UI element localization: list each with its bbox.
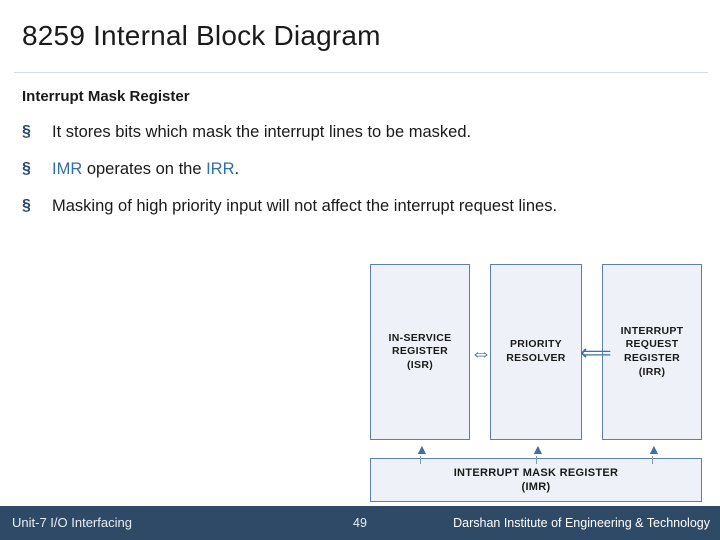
footer-page-number: 49 <box>353 516 367 530</box>
imr-line-2: (IMR) <box>521 481 551 493</box>
title-divider <box>14 72 708 73</box>
bullet-marker-icon: § <box>22 197 31 215</box>
block-interrupt-mask-register: INTERRUPT MASK REGISTER (IMR) <box>370 458 702 502</box>
double-arrow-icon: ⇔ <box>470 340 492 365</box>
list-item: § Masking of high priority input will no… <box>22 196 702 217</box>
isr-line-2: REGISTER <box>391 345 449 358</box>
footer-unit-label: Unit-7 I/O Interfacing <box>12 515 132 530</box>
section-subheading: Interrupt Mask Register <box>22 88 190 105</box>
list-item-text: Masking of high priority input will not … <box>52 197 558 216</box>
list-item-text-imr: IMR <box>52 160 83 179</box>
irr-line-2: REQUEST <box>625 338 679 351</box>
up-arrow-stem <box>535 456 537 464</box>
isr-line-1: IN-SERVICE <box>388 331 452 344</box>
footer-institute-label: Darshan Institute of Engineering & Techn… <box>453 516 710 530</box>
list-item-text-end: . <box>234 160 240 179</box>
irr-line-1: INTERRUPT <box>620 324 684 337</box>
irr-line-4: (IRR) <box>638 365 666 378</box>
list-item: § IMR operates on the IRR. <box>22 159 702 180</box>
bullet-marker-icon: § <box>22 123 31 140</box>
slide-footer: Unit-7 I/O Interfacing 49 Darshan Instit… <box>0 506 720 540</box>
irr-line-3: REGISTER <box>623 352 681 364</box>
up-arrow-icon: ▲ <box>415 442 429 464</box>
up-arrow-icon: ▲ <box>531 442 545 464</box>
block-diagram: IN-SERVICE REGISTER (ISR) PRIORITY RESOL… <box>360 258 712 512</box>
page-title: 8259 Internal Block Diagram <box>22 20 381 51</box>
up-arrow-head: ▲ <box>531 441 545 457</box>
list-item: § It stores bits which mask the interrup… <box>22 122 702 143</box>
block-interrupt-request-register: INTERRUPT REQUEST REGISTER (IRR) <box>602 264 702 440</box>
up-arrow-head: ▲ <box>415 441 429 457</box>
imr-line-1: INTERRUPT MASK REGISTER <box>453 466 619 479</box>
priority-resolver-line-1: PRIORITY <box>509 338 562 351</box>
up-arrow-stem <box>419 456 421 464</box>
list-item-text-irr: IRR <box>206 160 235 179</box>
bullet-marker-icon: § <box>22 160 31 178</box>
up-arrow-head: ▲ <box>647 441 661 457</box>
isr-line-3: (ISR) <box>407 358 433 371</box>
block-priority-resolver: PRIORITY RESOLVER <box>490 264 582 440</box>
list-item-text-mid: operates on the <box>82 160 207 179</box>
left-arrow-icon: ⟸ <box>580 340 612 365</box>
up-arrow-icon: ▲ <box>647 442 661 464</box>
list-item-text: It stores bits which mask the interrupt … <box>52 123 472 141</box>
bullet-list: § It stores bits which mask the interrup… <box>22 122 702 233</box>
priority-resolver-line-2: RESOLVER <box>506 352 566 364</box>
block-in-service-register: IN-SERVICE REGISTER (ISR) <box>370 264 470 440</box>
up-arrow-stem <box>651 456 653 464</box>
